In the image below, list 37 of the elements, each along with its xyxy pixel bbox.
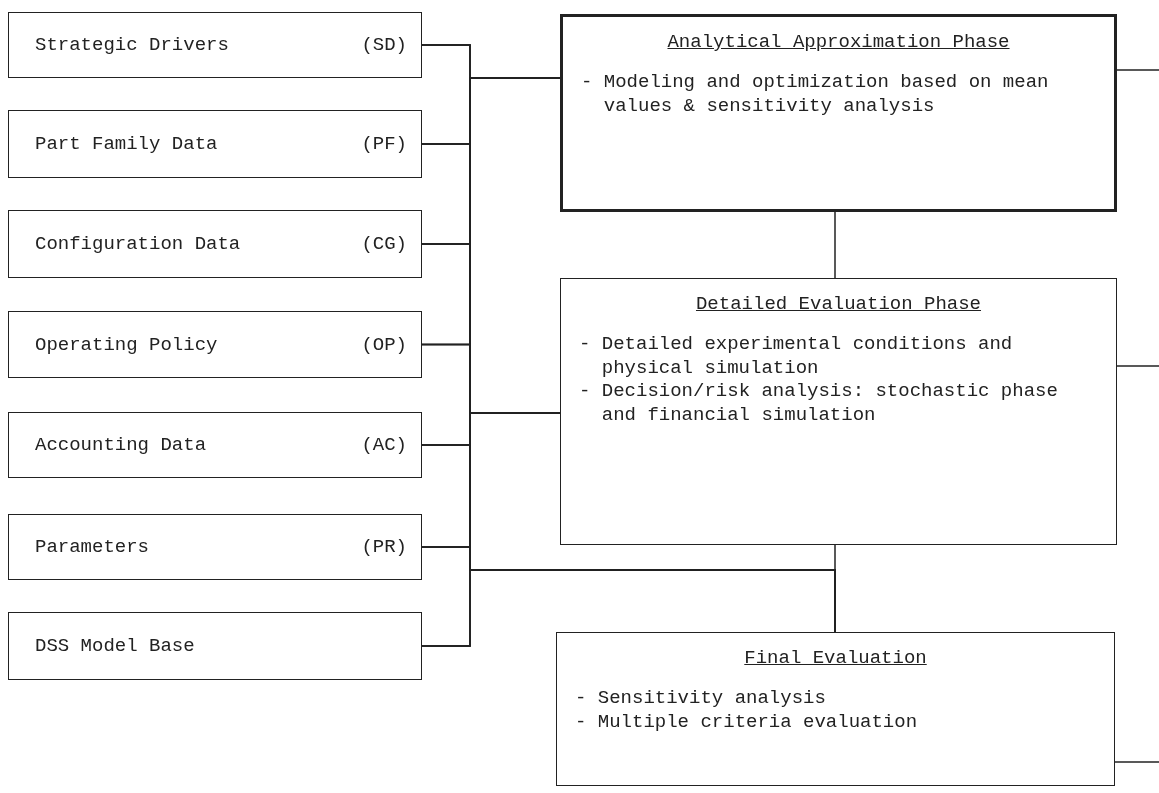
- connector-line: [1116, 69, 1159, 71]
- input-box: [8, 12, 422, 78]
- abbreviation: (CG): [361, 233, 407, 255]
- bullet-item: - Decision/risk analysis: stochastic phase and financial simulation: [579, 380, 1059, 428]
- bullet-item: - Modeling and optimization based on mean values & sensitivity analysis: [581, 70, 1050, 119]
- connector-line: [1116, 365, 1159, 367]
- input-box: [8, 514, 422, 580]
- input-label: Strategic Drivers: [35, 34, 229, 56]
- input-box: [8, 110, 422, 178]
- connector-line: [834, 544, 836, 633]
- phase-box: [560, 14, 1117, 212]
- bullet-item: - Multiple criteria evaluation: [575, 710, 918, 735]
- phase-title: Final Evaluation: [743, 647, 928, 671]
- abbreviation: (SD): [361, 34, 407, 56]
- connector-line: [421, 569, 836, 647]
- abbreviation: (PF): [361, 133, 407, 155]
- input-box: [8, 412, 422, 478]
- connector-line: [834, 211, 836, 279]
- input-box: [8, 612, 422, 680]
- input-box: [8, 311, 422, 378]
- input-label: Accounting Data: [35, 434, 207, 456]
- input-box: [8, 210, 422, 278]
- input-label: DSS Model Base: [35, 635, 195, 657]
- bullet-item: - Sensitivity analysis: [575, 686, 826, 711]
- phase-box: [556, 632, 1115, 786]
- connector-line: [1114, 761, 1159, 763]
- input-label: Operating Policy: [35, 333, 218, 356]
- input-label: Parameters: [35, 536, 150, 558]
- input-label: Configuration Data: [35, 233, 241, 255]
- bullet-item: - Detailed experimental conditions and physical simulation: [579, 332, 1014, 381]
- input-label: Part Family Data: [35, 133, 218, 155]
- abbreviation: (PR): [361, 536, 407, 558]
- phase-title: Analytical Approximation Phase: [666, 31, 1011, 55]
- phase-title: Detailed Evaluation Phase: [694, 293, 982, 317]
- phase-box: [560, 278, 1117, 545]
- abbreviation: (OP): [361, 333, 407, 356]
- abbreviation: (AC): [361, 434, 407, 456]
